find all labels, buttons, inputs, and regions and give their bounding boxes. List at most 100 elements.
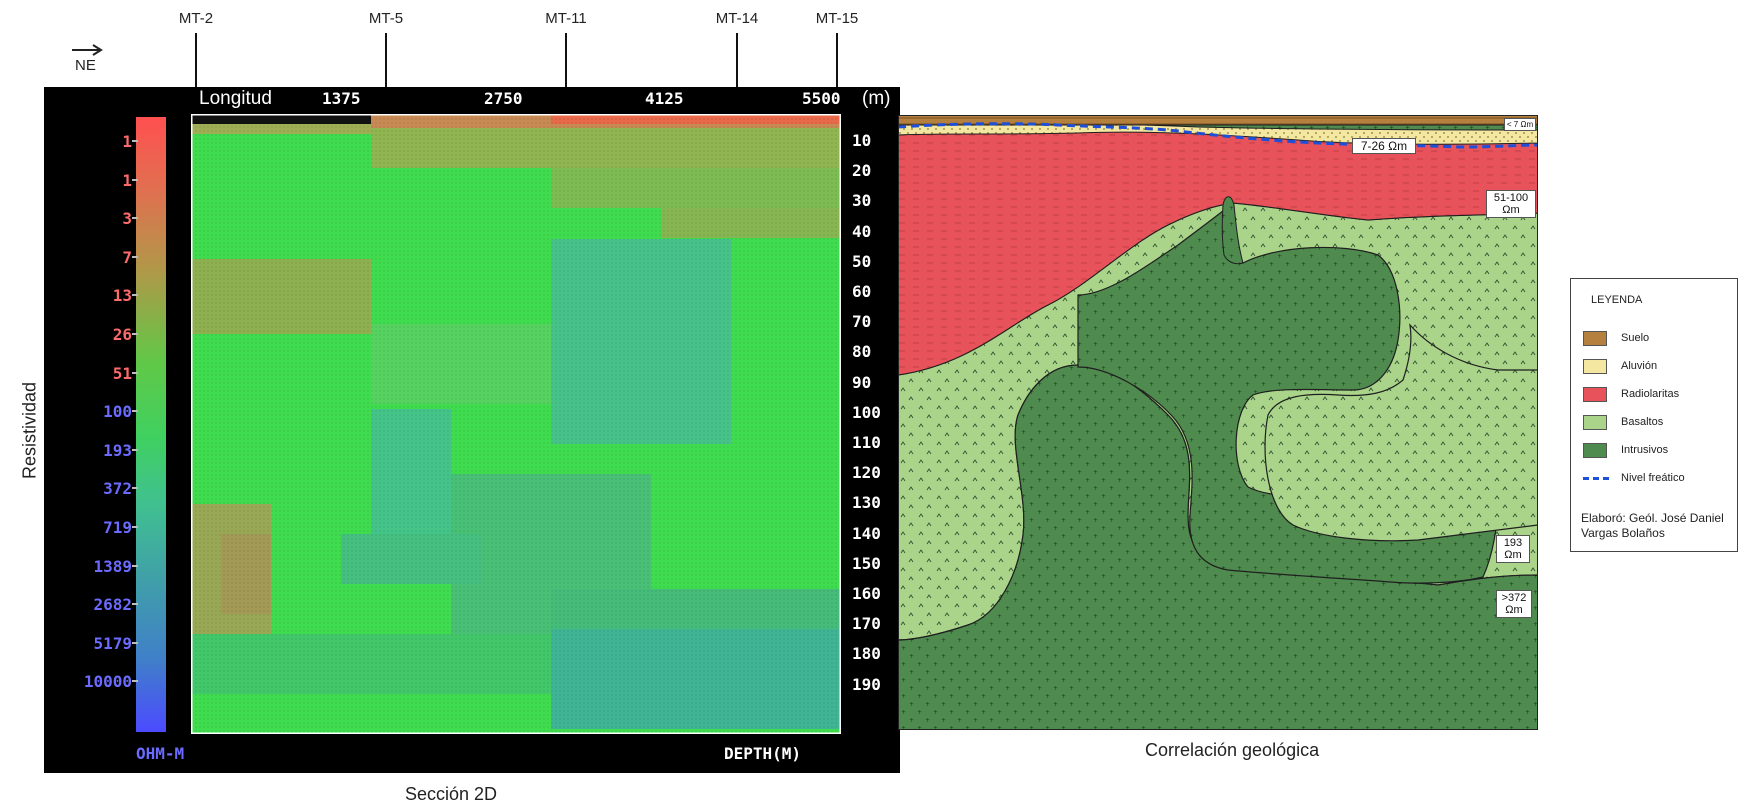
resistivity-tick-label: 13 bbox=[112, 286, 132, 306]
resistivity-tick-mark bbox=[132, 294, 138, 297]
legend-item-label: Aluvión bbox=[1621, 360, 1658, 372]
legend-swatch bbox=[1583, 443, 1607, 458]
x-unit-label: (m) bbox=[862, 88, 891, 109]
depth-tick-label: 190 bbox=[852, 674, 881, 694]
resistivity-tick-label: 7 bbox=[122, 247, 132, 267]
resistivity-tick-label: 5179 bbox=[93, 633, 132, 653]
legend-title: LEYENDA bbox=[1591, 294, 1643, 306]
label-line: Ωm bbox=[1502, 204, 1520, 216]
station-label: MT-15 bbox=[815, 10, 859, 27]
resistivity-tick-mark bbox=[132, 217, 138, 220]
depth-tick-label: 110 bbox=[852, 433, 881, 452]
legend-swatch bbox=[1583, 415, 1607, 430]
resistivity-tick-label: 1389 bbox=[93, 556, 132, 576]
station-label: MT-14 bbox=[715, 10, 759, 27]
depth-tick-label: 170 bbox=[852, 614, 881, 634]
resistivity-tick-label: 719 bbox=[103, 518, 132, 537]
resistivity-tick-label: 51 bbox=[112, 363, 132, 383]
depth-tick-label: 130 bbox=[852, 493, 881, 513]
legend-item-label: Basaltos bbox=[1621, 416, 1664, 428]
depth-axis-label: DEPTH(M) bbox=[724, 744, 802, 763]
label-line: 51-100 bbox=[1493, 192, 1529, 204]
resistivity-tick-mark bbox=[132, 487, 138, 490]
station-line bbox=[385, 33, 387, 105]
depth-tick-label: 150 bbox=[852, 553, 881, 573]
geologic-correlation-diagram: + + bbox=[898, 115, 1538, 730]
depth-tick-label: 100 bbox=[852, 402, 881, 422]
resistivity-tick-mark bbox=[132, 680, 138, 683]
resistivity-tick-mark bbox=[132, 371, 138, 374]
depth-tick-label: 50 bbox=[852, 251, 872, 271]
depth-tick-label: 180 bbox=[852, 644, 881, 664]
basalt-inner bbox=[1264, 323, 1538, 542]
resistivity-tick-mark bbox=[132, 526, 138, 528]
resistivity-tick-mark bbox=[132, 140, 138, 142]
legend-item-label: Intrusivos bbox=[1621, 444, 1669, 456]
station-line bbox=[195, 33, 197, 88]
depth-tick-label: 60 bbox=[852, 282, 872, 301]
resistivity-color-scale bbox=[136, 117, 166, 732]
x-tick-label: 1375 bbox=[322, 89, 361, 108]
resistivity-tick-mark bbox=[132, 564, 138, 567]
intrusive-resistivity-label: >372 Ωm bbox=[1496, 590, 1532, 618]
resistivity-tick-label: 1 bbox=[122, 132, 132, 151]
resistivity-tick-label: 3 bbox=[122, 209, 132, 229]
label-line: 193 bbox=[1503, 537, 1523, 549]
legend-swatch bbox=[1583, 477, 1609, 480]
intrusive-core bbox=[898, 364, 1538, 730]
resistivity-tick-label: 193 bbox=[103, 440, 132, 460]
section-2d-title: Sección 2D bbox=[405, 784, 498, 804]
radiolarite-resistivity-label: 51-100 Ωm bbox=[1486, 190, 1536, 218]
resistivity-tick-label: 26 bbox=[112, 325, 132, 344]
author-line: Vargas Bolaños bbox=[1581, 526, 1665, 540]
legend-item-label: Nivel freático bbox=[1621, 472, 1685, 484]
resistivity-tick-mark bbox=[132, 333, 138, 335]
station-label: MT-2 bbox=[178, 10, 214, 27]
depth-tick-label: 70 bbox=[852, 312, 872, 332]
depth-tick-label: 160 bbox=[852, 584, 881, 603]
legend-swatch bbox=[1583, 359, 1607, 374]
soil-resistivity-label: < 7 Ωm bbox=[1504, 118, 1536, 131]
depth-tick-label: 120 bbox=[852, 463, 881, 483]
scale-unit-label: OHM-M bbox=[136, 744, 185, 763]
resistivity-tick-mark bbox=[132, 410, 138, 413]
station-line bbox=[565, 33, 567, 88]
legend-swatch bbox=[1583, 387, 1607, 402]
legend-author: Elaboró: Geól. José Daniel Vargas Bolaño… bbox=[1581, 511, 1724, 541]
resistivity-tick-mark bbox=[132, 448, 138, 451]
label-line: Ωm bbox=[1504, 549, 1522, 561]
x-tick-label: 4125 bbox=[645, 89, 684, 108]
depth-tick-label: 90 bbox=[852, 372, 872, 392]
depth-tick-label: 10 bbox=[852, 131, 872, 150]
x-tick-label: 2750 bbox=[484, 89, 523, 108]
resistivity-tick-label: 10000 bbox=[83, 672, 132, 692]
depth-tick-label: 140 bbox=[852, 523, 881, 543]
label-line: >372 bbox=[1501, 592, 1527, 604]
legend-item-label: Radiolaritas bbox=[1621, 388, 1680, 400]
author-line: Elaboró: Geól. José Daniel bbox=[1581, 511, 1724, 525]
depth-tick-label: 80 bbox=[852, 342, 872, 362]
resistivity-tick-mark bbox=[132, 255, 138, 258]
depth-tick-label: 20 bbox=[852, 161, 872, 181]
x-tick-label: 5500 bbox=[802, 89, 841, 108]
station-label: MT-11 bbox=[545, 10, 587, 27]
resistivity-tick-label: 372 bbox=[103, 479, 132, 499]
station-line bbox=[736, 33, 738, 88]
x-axis-name: Longitud bbox=[199, 88, 272, 109]
arrow-right-icon bbox=[72, 44, 103, 56]
depth-tick-label: 40 bbox=[852, 221, 872, 241]
alluvium-resistivity-label: 7-26 Ωm bbox=[1352, 138, 1416, 154]
resistivity-section-image bbox=[191, 114, 841, 734]
orientation-indicator: NE bbox=[70, 42, 104, 78]
resistivity-tick-mark bbox=[132, 603, 138, 606]
basalt-resistivity-label: 193 Ωm bbox=[1496, 535, 1530, 563]
station-label: MT-5 bbox=[368, 10, 404, 27]
resistivity-axis-title: Resistividad bbox=[19, 381, 40, 480]
resistivity-tick-mark bbox=[132, 641, 138, 644]
legend-swatch bbox=[1583, 331, 1607, 346]
resistivity-tick-mark bbox=[132, 178, 138, 181]
orientation-label: NE bbox=[75, 57, 96, 74]
correlation-title: Correlación geológica bbox=[1145, 740, 1320, 760]
resistivity-tick-label: 100 bbox=[103, 402, 132, 422]
